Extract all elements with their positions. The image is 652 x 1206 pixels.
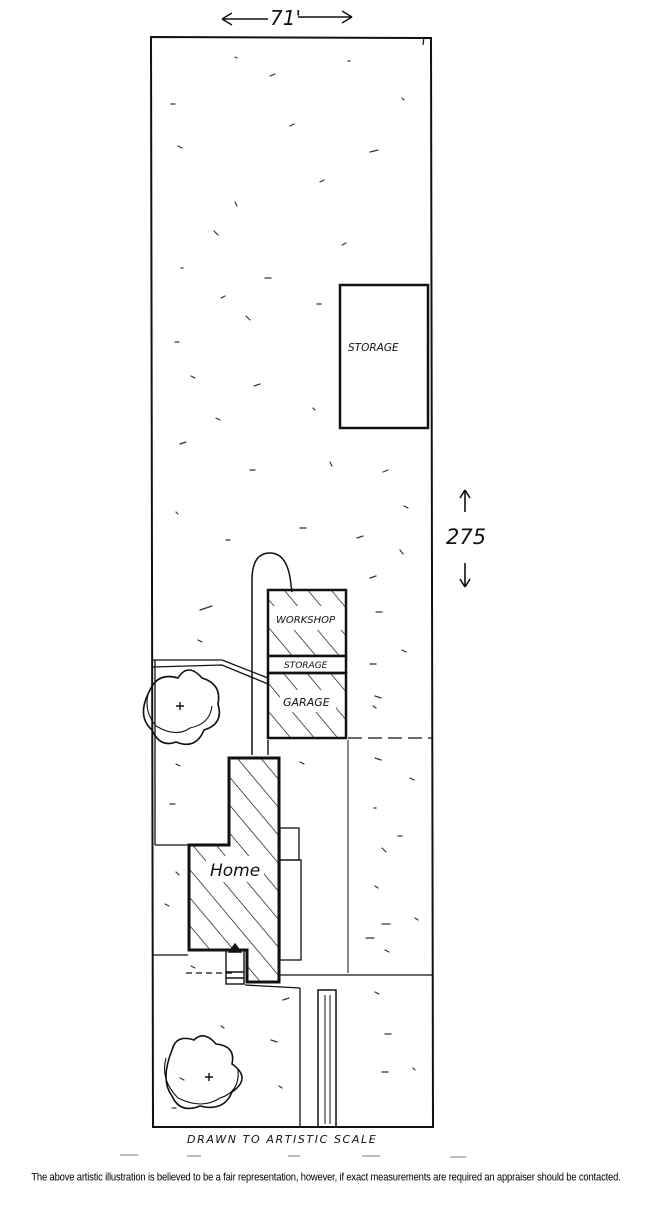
outbuilding-block: WORKSHOP STORAGE GARAGE <box>266 588 348 740</box>
right-arrow-icon <box>298 10 353 24</box>
workshop-label: WORKSHOP <box>276 615 336 626</box>
side-deck <box>279 827 302 961</box>
driveway-turnaround <box>251 552 293 755</box>
lot-boundary-corner-mark <box>422 36 425 46</box>
fence-lines <box>152 659 433 1127</box>
lot-boundary <box>149 35 435 1128</box>
driveway <box>244 984 337 1128</box>
disclaimer-text: The above artistic illustration is belie… <box>31 1170 621 1183</box>
width-label: 71' <box>270 6 301 30</box>
depth-dimension: 275 <box>446 489 486 588</box>
scan-marks <box>120 1154 466 1158</box>
entry-steps <box>225 942 245 985</box>
up-arrow-icon <box>459 489 471 512</box>
scale-note: DRAWN TO ARTISTIC SCALE <box>187 1133 377 1146</box>
down-arrow-icon <box>459 563 471 588</box>
small-storage-label: STORAGE <box>284 661 328 671</box>
depth-label: 275 <box>446 525 486 549</box>
storage-shed: STORAGE <box>338 283 430 430</box>
tree-icon <box>163 1035 243 1110</box>
width-dimension: 71' <box>221 6 353 30</box>
plot-plan-drawing: 71' 275 <box>120 6 486 1158</box>
storage-shed-label: STORAGE <box>348 342 399 354</box>
tree-icon <box>142 669 221 746</box>
left-arrow-icon <box>221 12 268 26</box>
home-label: Home <box>210 861 260 881</box>
home: Home <box>187 756 281 984</box>
garage-label: GARAGE <box>283 696 330 709</box>
grass-texture <box>164 56 419 1109</box>
